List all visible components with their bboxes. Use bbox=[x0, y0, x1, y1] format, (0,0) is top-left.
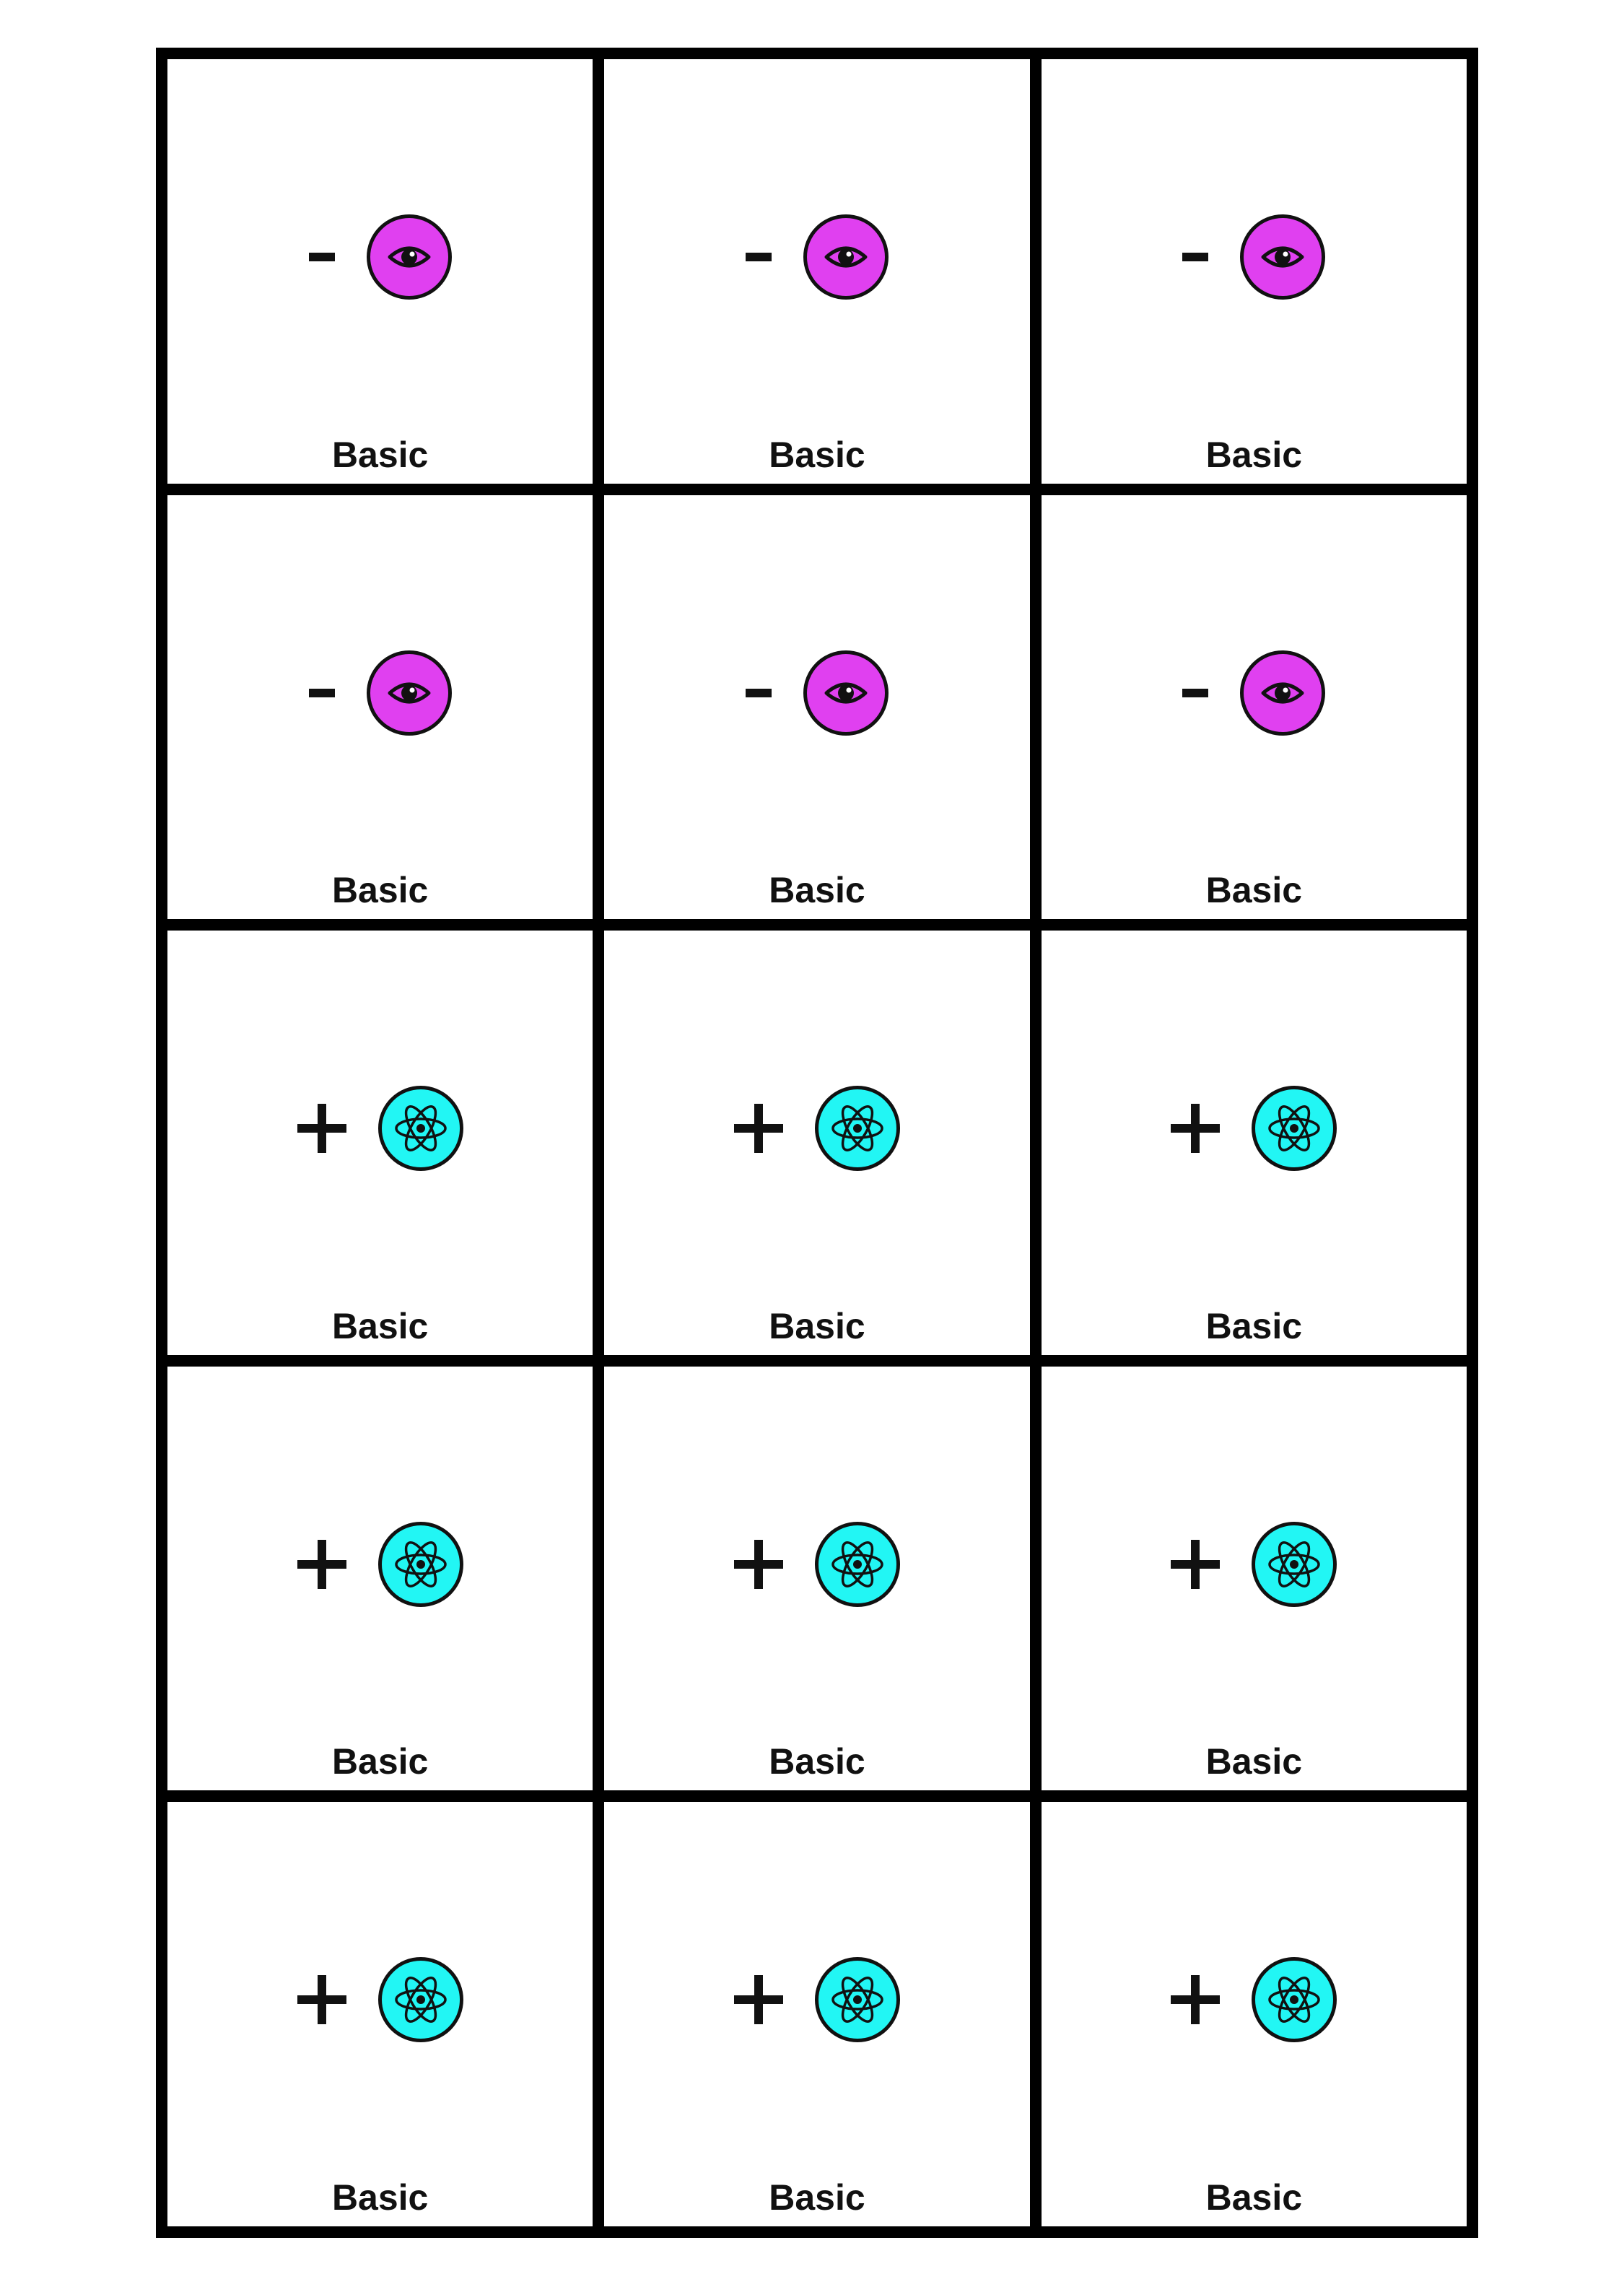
eye-icon bbox=[366, 650, 452, 736]
plus-sign bbox=[297, 1539, 346, 1589]
sign-stroke bbox=[1191, 1539, 1200, 1589]
card[interactable]: Basic bbox=[604, 59, 1030, 484]
card-label: Basic bbox=[769, 434, 865, 475]
eye-icon bbox=[803, 650, 889, 736]
plus-sign bbox=[733, 1539, 783, 1589]
eye-icon bbox=[1240, 650, 1326, 736]
card-label: Basic bbox=[331, 2177, 429, 2218]
card[interactable]: Basic bbox=[167, 495, 593, 920]
atom-icon bbox=[814, 1086, 900, 1172]
atom-icon bbox=[377, 1957, 463, 2043]
sign-stroke bbox=[745, 688, 772, 697]
card-token bbox=[1042, 648, 1467, 738]
sign-stroke bbox=[1182, 688, 1209, 697]
minus-sign bbox=[745, 668, 772, 718]
sign-stroke bbox=[754, 1104, 763, 1154]
atom-icon bbox=[1252, 1521, 1337, 1607]
sign-stroke bbox=[754, 1975, 763, 2025]
atom-icon bbox=[1252, 1957, 1337, 2043]
sign-stroke bbox=[1191, 1975, 1200, 2025]
minus-sign bbox=[745, 232, 772, 282]
card[interactable]: Basic bbox=[167, 59, 593, 484]
card-label: Basic bbox=[769, 1741, 865, 1782]
sign-stroke bbox=[754, 1539, 763, 1589]
card-label: Basic bbox=[1205, 2177, 1303, 2218]
sign-stroke bbox=[317, 1104, 326, 1154]
plus-sign bbox=[297, 1975, 346, 2025]
card[interactable]: Basic bbox=[1041, 1802, 1467, 2226]
plus-sign bbox=[297, 1104, 346, 1154]
plus-sign bbox=[733, 1104, 783, 1154]
atom-icon bbox=[1252, 1086, 1337, 1172]
card-token bbox=[604, 1955, 1029, 2044]
card-label: Basic bbox=[331, 1741, 429, 1782]
card[interactable]: Basic bbox=[167, 931, 593, 1355]
card[interactable]: Basic bbox=[1041, 495, 1467, 920]
card-label: Basic bbox=[1205, 1305, 1303, 1346]
minus-sign bbox=[1182, 668, 1209, 718]
card-label: Basic bbox=[769, 2177, 865, 2218]
card[interactable]: Basic bbox=[1041, 931, 1467, 1355]
atom-icon bbox=[814, 1957, 900, 2043]
card-label: Basic bbox=[769, 1305, 865, 1346]
minus-sign bbox=[308, 232, 335, 282]
atom-icon bbox=[377, 1086, 463, 1172]
card-token bbox=[604, 1520, 1029, 1609]
card-token bbox=[1042, 1084, 1467, 1173]
card-token bbox=[167, 212, 593, 302]
plus-sign bbox=[1171, 1104, 1221, 1154]
sign-stroke bbox=[308, 688, 335, 697]
card-token bbox=[604, 648, 1029, 738]
eye-icon bbox=[803, 214, 889, 300]
card[interactable]: Basic bbox=[167, 1802, 593, 2226]
card-token bbox=[167, 1084, 593, 1173]
card[interactable]: Basic bbox=[1041, 59, 1467, 484]
minus-sign bbox=[308, 668, 335, 718]
card-token bbox=[1042, 1955, 1467, 2044]
card-token bbox=[604, 212, 1029, 302]
sign-stroke bbox=[308, 253, 335, 261]
card[interactable]: Basic bbox=[604, 1802, 1030, 2226]
card-label: Basic bbox=[1205, 1741, 1303, 1782]
eye-icon bbox=[1240, 214, 1326, 300]
eye-icon bbox=[366, 214, 452, 300]
card-token bbox=[167, 648, 593, 738]
card-label: Basic bbox=[331, 1305, 429, 1346]
card[interactable]: Basic bbox=[604, 495, 1030, 920]
atom-icon bbox=[814, 1521, 900, 1607]
plus-sign bbox=[1171, 1975, 1221, 2025]
sign-stroke bbox=[745, 253, 772, 261]
card[interactable]: Basic bbox=[604, 931, 1030, 1355]
card-label: Basic bbox=[1205, 434, 1303, 475]
card-token bbox=[1042, 212, 1467, 302]
card[interactable]: Basic bbox=[1041, 1366, 1467, 1791]
card-label: Basic bbox=[1205, 870, 1303, 911]
plus-sign bbox=[733, 1975, 783, 2025]
atom-icon bbox=[377, 1521, 463, 1607]
card[interactable]: Basic bbox=[604, 1366, 1030, 1791]
card-token bbox=[1042, 1520, 1467, 1609]
card[interactable]: Basic bbox=[167, 1366, 593, 1791]
card-token bbox=[604, 1084, 1029, 1173]
plus-sign bbox=[1171, 1539, 1221, 1589]
sign-stroke bbox=[1182, 253, 1209, 261]
card-token bbox=[167, 1520, 593, 1609]
card-label: Basic bbox=[331, 434, 429, 475]
card-token bbox=[167, 1955, 593, 2044]
minus-sign bbox=[1182, 232, 1209, 282]
sign-stroke bbox=[1191, 1104, 1200, 1154]
sign-stroke bbox=[317, 1975, 326, 2025]
sign-stroke bbox=[317, 1539, 326, 1589]
card-label: Basic bbox=[769, 870, 865, 911]
card-label: Basic bbox=[331, 870, 429, 911]
